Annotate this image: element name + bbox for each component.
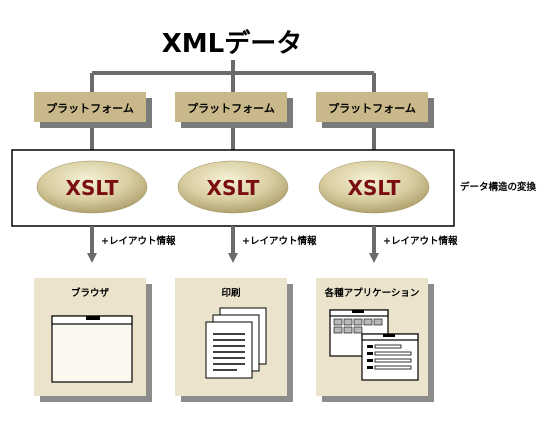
transform-box-label: データ構造の変換 xyxy=(460,181,537,193)
xslt-label: XSLT xyxy=(348,176,401,200)
xslt-label: XSLT xyxy=(66,176,119,200)
diagram-title: XMLデータ xyxy=(162,28,303,59)
xslt-ellipse xyxy=(177,160,289,214)
layout-info-label: +レイアウト情報 xyxy=(101,235,176,247)
layout-info-label: +レイアウト情報 xyxy=(383,235,458,247)
platform-box xyxy=(175,92,287,122)
platform-connectors xyxy=(90,128,376,150)
xslt-ellipse xyxy=(36,160,148,214)
xslt-label: XSLT xyxy=(207,176,260,200)
output-label: ブラウザ xyxy=(71,287,110,299)
xslt-row: XSLT XSLT XSLT xyxy=(36,160,430,214)
layout-info-labels: +レイアウト情報 +レイアウト情報 +レイアウト情報 xyxy=(101,235,458,247)
application-windows-icon xyxy=(329,309,419,381)
layout-info-label: +レイアウト情報 xyxy=(242,235,317,247)
platform-label: プラットフォーム xyxy=(46,101,134,115)
output-label: 印刷 xyxy=(221,287,240,299)
xslt-ellipse xyxy=(318,160,430,214)
output-row: ブラウザ 印刷 各種アプリケーション xyxy=(34,278,434,402)
output-arrows xyxy=(87,226,379,263)
platform-row: プラットフォーム プラットフォーム プラットフォーム xyxy=(34,92,434,128)
platform-label: プラットフォーム xyxy=(328,101,416,115)
platform-label: プラットフォーム xyxy=(187,101,275,115)
browser-window-icon xyxy=(51,315,133,383)
platform-box xyxy=(316,92,428,122)
platform-box xyxy=(34,92,146,122)
title-connectors xyxy=(90,60,376,92)
output-label: 各種アプリケーション xyxy=(324,287,420,299)
printed-pages-icon xyxy=(205,307,267,379)
